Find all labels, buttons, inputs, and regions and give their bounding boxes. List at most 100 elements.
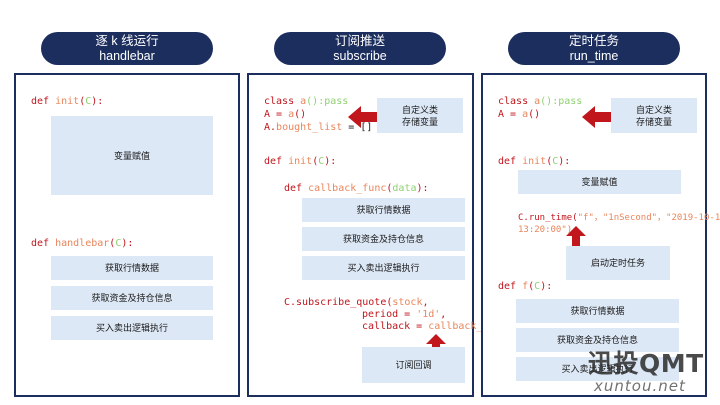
p2-box-custom-line1: 自定义类 <box>401 104 438 115</box>
p1-handlebar-open: ( <box>109 238 116 249</box>
watermark-url: xuntou.net <box>594 377 686 395</box>
header-run-time-title: 定时任务 <box>568 33 619 48</box>
p3-a-name: a <box>522 109 529 120</box>
p1-box-trade: 买入卖出逻辑执行 <box>51 316 213 340</box>
header-subscribe-title: 订阅推送 <box>334 33 385 48</box>
p2-box-trade: 买入卖出逻辑执行 <box>302 256 465 280</box>
p2-bought-lhs: A. <box>264 122 277 133</box>
p2-box-position: 获取资金及持仓信息 <box>302 227 465 251</box>
p2-box-custom: 自定义类 存储变量 <box>377 98 463 133</box>
header-handlebar-subtitle: handlebar <box>99 48 155 63</box>
p2-sub-period-val: '1d' <box>416 309 441 320</box>
p3-def-init: def init(C): <box>498 156 570 168</box>
p1-def-kw2: def <box>31 238 56 249</box>
p3-class-line: class a():pass <box>498 96 582 108</box>
p2-line-a: A = a() <box>264 109 306 121</box>
p2-callback-arg: data <box>392 183 417 194</box>
p2-arrow-left-icon <box>348 106 388 128</box>
p3-init-arg: C <box>552 156 559 167</box>
p3-def-f: def f(C): <box>498 281 552 293</box>
p1-init-arg: C <box>85 96 92 107</box>
p2-init-close: ): <box>324 156 337 167</box>
p3-def-kw: def <box>498 156 523 167</box>
p1-init-close: ): <box>91 96 104 107</box>
p3-class-kw: class <box>498 96 535 107</box>
p3-rt-args: "f"，"1nSecond"，"2019-10-14 <box>577 213 720 223</box>
p3-a-rest: () <box>528 109 541 120</box>
p3-arrow-left-icon <box>582 106 622 128</box>
p3-arrow-up-icon <box>566 226 586 246</box>
p3-def-kw2: def <box>498 281 523 292</box>
p2-subscribe-line2: period = '1d', <box>362 309 446 321</box>
p3-f-arg: C <box>534 281 541 292</box>
p2-def-kw2: def <box>284 183 309 194</box>
p3-rt-head: C.run_time( <box>518 213 578 223</box>
header-run-time: 定时任务 run_time <box>508 32 680 65</box>
p2-init-open: ( <box>312 156 319 167</box>
p2-arrow-up-icon <box>426 334 446 354</box>
p3-init-name: init <box>522 156 547 167</box>
header-subscribe: 订阅推送 subscribe <box>274 32 446 65</box>
p2-a-name: a <box>288 109 295 120</box>
header-run-time-subtitle: run_time <box>569 48 619 63</box>
header-subscribe-subtitle: subscribe <box>333 48 387 63</box>
p1-init-open: ( <box>79 96 86 107</box>
p2-sub-tail2: , <box>440 309 447 320</box>
p3-run-time-line1: C.run_time("f"，"1nSecond"，"2019-10-14 <box>518 212 720 224</box>
p1-box-quote: 获取行情数据 <box>51 256 213 280</box>
p1-handlebar-arg: C <box>115 238 122 249</box>
p3-class-name: a <box>534 96 541 107</box>
p2-sub-tail1: , <box>422 297 429 308</box>
panel-subscribe: class a():pass A = a() A.bought_list = [… <box>247 73 513 397</box>
p3-box-position: 获取资金及持仓信息 <box>516 328 679 352</box>
p1-init-name: init <box>55 96 80 107</box>
p2-def-callback: def callback_func(data): <box>284 183 429 195</box>
p1-def-kw: def <box>31 96 56 107</box>
p2-callback-name: callback_func <box>308 183 387 194</box>
p3-run-time-line2: 13:20:00") <box>518 225 573 235</box>
p3-f-close: ): <box>540 281 553 292</box>
p2-subscribe-line1: C.subscribe_quote(stock, <box>284 297 429 309</box>
header-handlebar-title: 逐 k 线运行 <box>95 33 159 48</box>
p2-bought-rest: = [] <box>342 122 373 133</box>
p2-a-lhs: A = <box>264 109 289 120</box>
p3-box-trade: 买入卖出逻辑执行 <box>516 357 679 381</box>
p3-a-lhs: A = <box>498 109 523 120</box>
p2-box-quote: 获取行情数据 <box>302 198 465 222</box>
p2-init-name: init <box>288 156 313 167</box>
p3-box-custom: 自定义类 存储变量 <box>611 98 697 133</box>
p3-box-start: 启动定时任务 <box>566 246 670 280</box>
p3-f-open: ( <box>528 281 535 292</box>
p2-callback-close: ): <box>416 183 429 194</box>
p3-box-custom-line1: 自定义类 <box>635 104 672 115</box>
p2-class-rest: ():pass <box>306 96 349 107</box>
p2-sub-callback-val: callback_func <box>428 321 507 332</box>
p3-box-assign: 变量赋值 <box>518 170 681 194</box>
p3-line-a: A = a() <box>498 109 540 121</box>
p3-init-close: ): <box>558 156 571 167</box>
p1-box-position: 获取资金及持仓信息 <box>51 286 213 310</box>
p1-box-assign: 变量赋值 <box>51 116 213 195</box>
panel-run-time: class a():pass A = a() 自定义类 存储变量 def ini… <box>481 73 720 397</box>
p3-box-custom-line2: 存储变量 <box>635 116 672 127</box>
p2-class-line: class a():pass <box>264 96 348 108</box>
p2-line-bought: A.bought_list = [] <box>264 122 372 134</box>
p2-bought-name: bought_list <box>276 122 343 133</box>
p2-callback-open: ( <box>386 183 393 194</box>
p2-sub-head: C.subscribe_quote( <box>284 297 393 308</box>
p1-def-init: def init(C): <box>31 96 103 108</box>
p1-handlebar-name: handlebar <box>55 238 110 249</box>
p2-sub-period-key: period = <box>362 309 417 320</box>
p2-sub-callback-key: callback = <box>362 321 429 332</box>
p1-handlebar-close: ): <box>121 238 134 249</box>
watermark-brand: 迅投QMT <box>588 349 704 378</box>
header-handlebar: 逐 k 线运行 handlebar <box>41 32 213 65</box>
p3-init-open: ( <box>546 156 553 167</box>
p2-class-kw: class <box>264 96 301 107</box>
p1-def-handlebar: def handlebar(C): <box>31 238 133 250</box>
p2-init-arg: C <box>318 156 325 167</box>
p3-class-rest: ():pass <box>540 96 583 107</box>
p2-box-callback: 订阅回调 <box>362 347 465 383</box>
p2-box-custom-line2: 存储变量 <box>401 116 438 127</box>
p2-sub-stock: stock <box>392 297 423 308</box>
